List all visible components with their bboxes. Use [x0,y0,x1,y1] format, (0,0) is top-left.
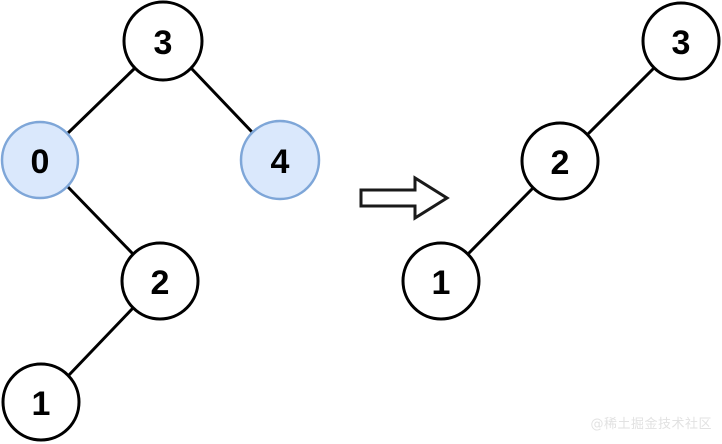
node-circle[interactable] [520,121,600,201]
edge-2-to-3 [586,66,656,136]
tree-node-left-3[interactable]: 3 [122,0,204,82]
tree-node-right-3[interactable]: 3 [641,1,721,81]
node-circle[interactable] [120,241,200,321]
tree-node-left-1[interactable]: 1 [1,362,81,442]
node-circle[interactable] [0,120,80,200]
arrow-right-icon [359,175,450,221]
node-circle[interactable] [641,1,721,81]
node-circle[interactable] [239,119,321,201]
node-label: 2 [551,144,570,182]
node-label: 2 [151,264,170,302]
tree-node-right-2[interactable]: 2 [520,121,600,201]
node-label: 4 [271,143,290,181]
edge-3-to-0 [66,66,137,135]
watermark: @稀土掘金技术社区 [590,417,712,432]
left-tree-nodes: 3 0 4 2 1 [0,0,321,442]
node-circle[interactable] [1,362,81,442]
node-label: 3 [672,24,691,62]
node-label: 3 [154,24,173,62]
tree-node-left-0[interactable]: 0 [0,120,80,200]
transformation-arrow-group [359,175,450,221]
right-tree-nodes: 3 2 1 [401,1,721,321]
tree-node-left-4[interactable]: 4 [239,119,321,201]
tree-node-right-1[interactable]: 1 [401,241,481,321]
node-label: 1 [432,264,451,302]
node-circle[interactable] [122,0,204,82]
node-label: 0 [31,143,50,181]
edge-1-to-2 [466,186,535,256]
edge-2-to-1 [67,306,135,377]
node-label: 1 [32,385,51,423]
edge-3-to-4 [189,66,254,134]
edge-0-to-2 [66,185,135,256]
left-tree-edges [66,66,254,377]
node-circle[interactable] [401,241,481,321]
right-tree-edges [466,66,656,256]
tree-node-left-2[interactable]: 2 [120,241,200,321]
